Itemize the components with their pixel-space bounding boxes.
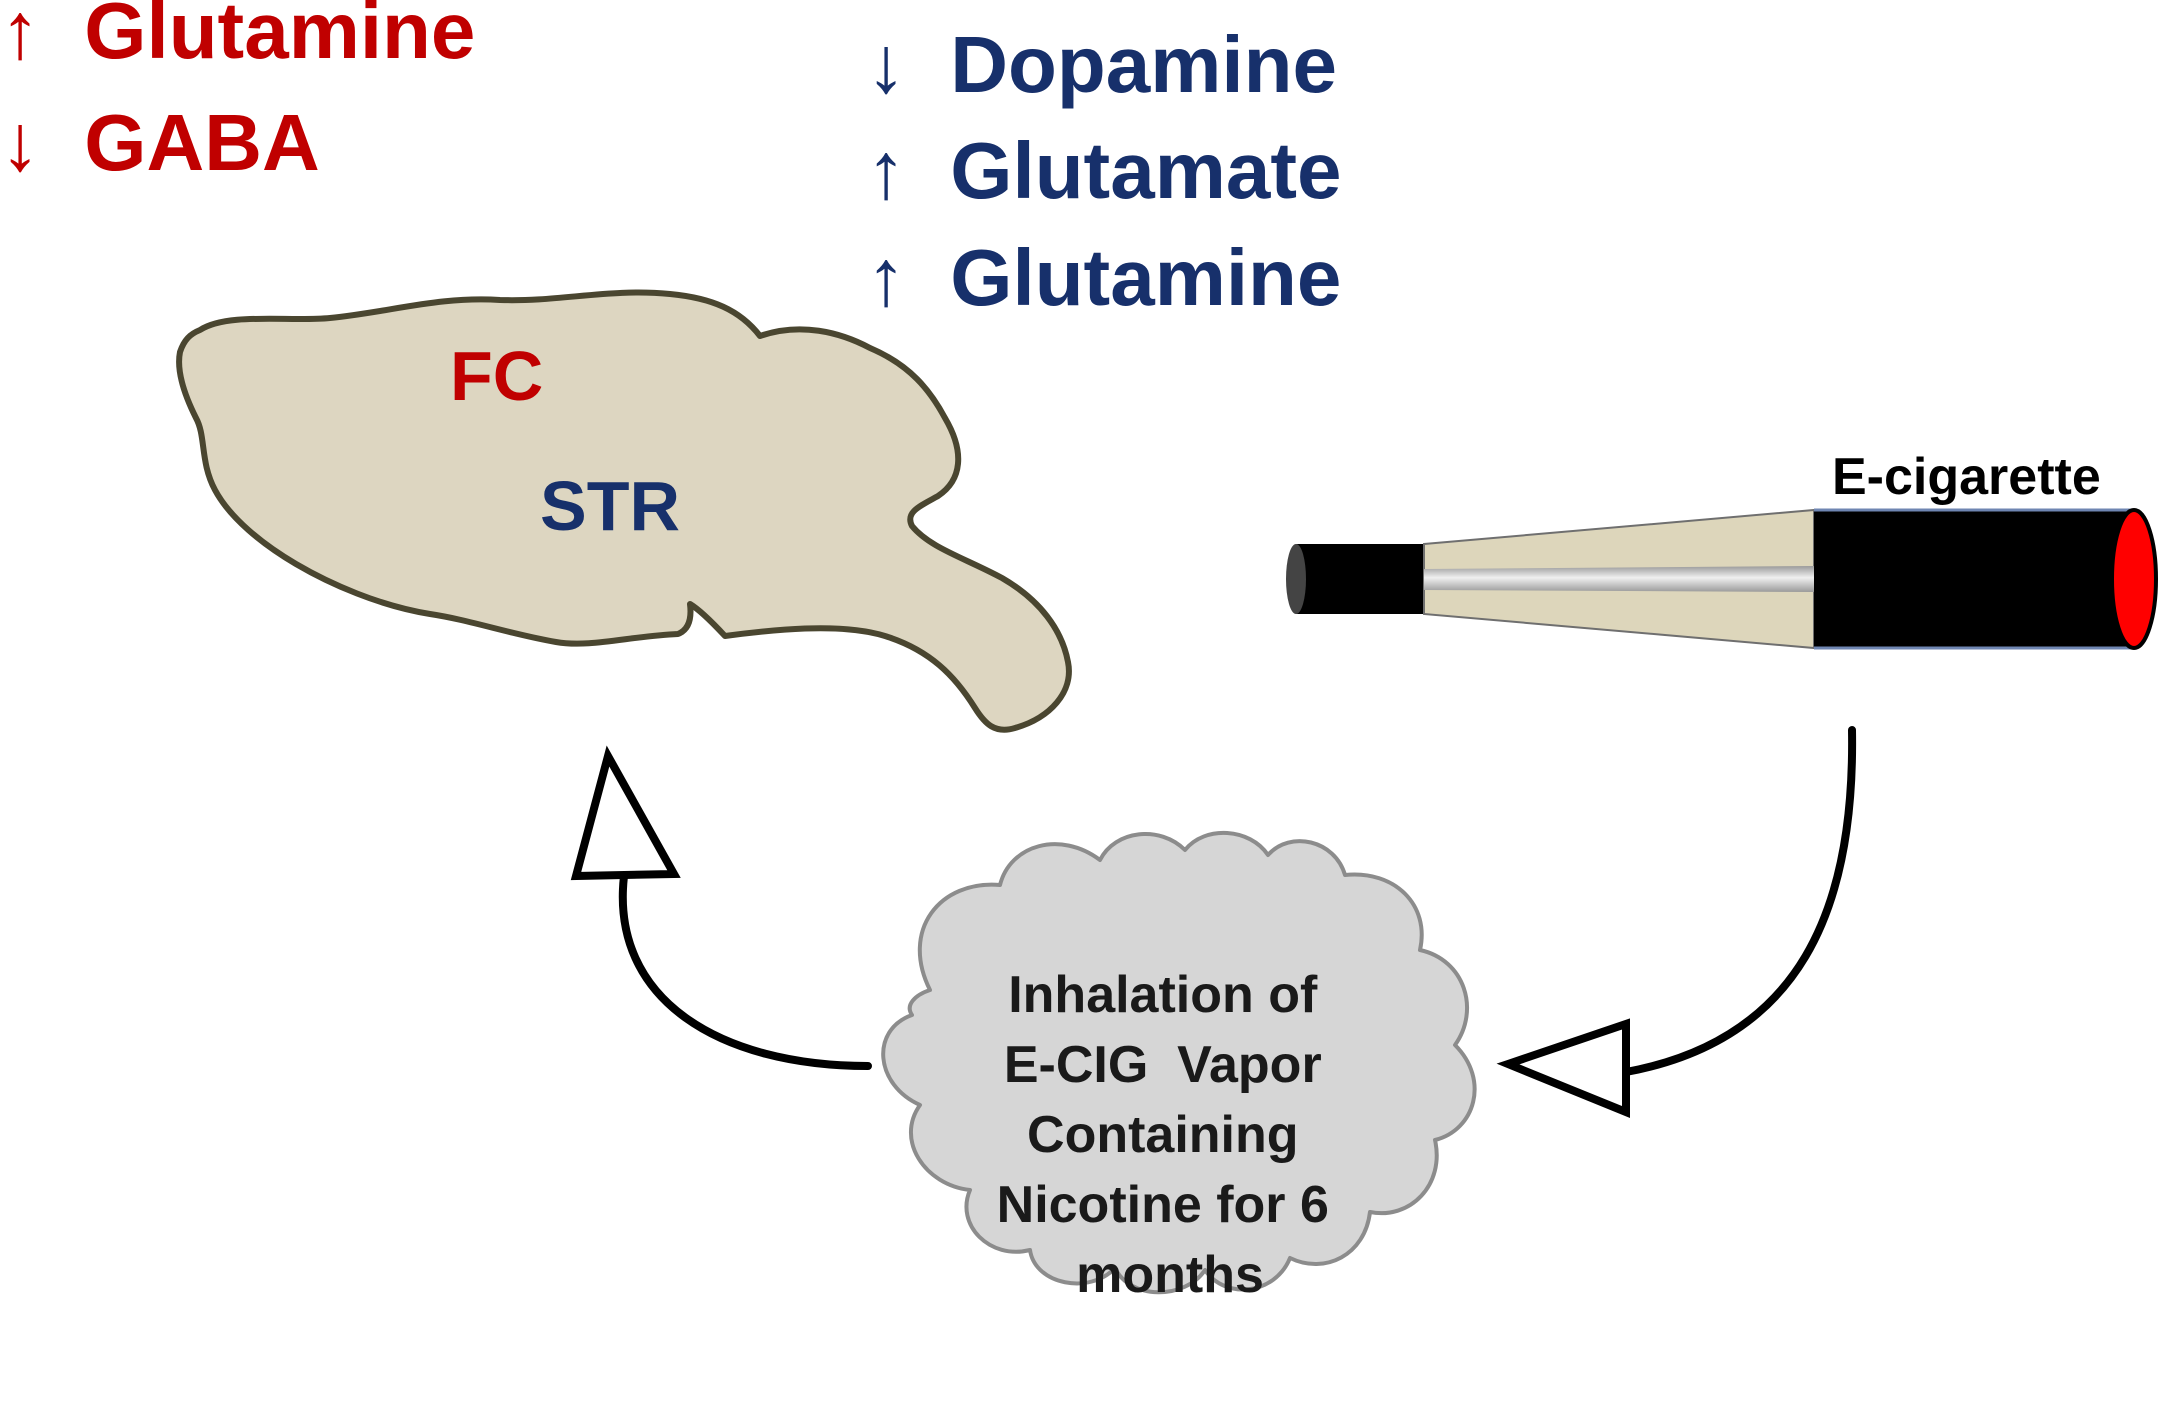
ecig-mouthpiece-end <box>1286 544 1306 614</box>
fc-change-glutamine: ↑ Glutamine <box>0 0 475 75</box>
ecig-illustration: E-cigarette <box>1286 448 2158 650</box>
arrow-ecig-to-cloud <box>1496 726 1857 1118</box>
up-arrow-icon: ↑ <box>866 126 906 215</box>
str-change-glutamate: ↑ Glutamate <box>866 126 1341 215</box>
brain-outline <box>176 289 1072 733</box>
ecig-glowing-tip <box>2110 508 2158 650</box>
fc-changes-list: ↑ Glutamine ↓ GABA <box>0 0 475 187</box>
str-change-glutamine-label: Glutamine <box>950 233 1341 322</box>
ecig-inner-tube <box>1424 566 1814 592</box>
fc-change-gaba: ↓ GABA <box>0 98 320 187</box>
vapor-cloud-shape <box>881 830 1477 1295</box>
vapor-cloud: Inhalation of E-CIG Vapor Containing Nic… <box>881 830 1477 1304</box>
str-change-glutamine: ↑ Glutamine <box>866 233 1341 322</box>
cloud-text-line: Nicotine for 6 <box>997 1176 1329 1234</box>
hollow-arrowhead-icon <box>1496 1018 1630 1118</box>
cloud-text-line: Inhalation of <box>1008 966 1318 1024</box>
vapor-cloud-text: Inhalation of E-CIG Vapor Containing Nic… <box>997 966 1344 1304</box>
down-arrow-icon: ↓ <box>866 20 906 109</box>
ecig-label: E-cigarette <box>1832 448 2101 506</box>
str-change-dopamine-label: Dopamine <box>950 20 1337 109</box>
brain-illustration: FC STR <box>176 289 1072 733</box>
cloud-text-line: Containing <box>1027 1106 1299 1164</box>
fc-change-glutamine-label: Glutamine <box>84 0 475 75</box>
curve-arrow-line <box>618 872 872 1070</box>
fc-change-gaba-label: GABA <box>84 98 320 187</box>
cloud-text-line: E-CIG Vapor <box>1004 1036 1322 1094</box>
str-changes-list: ↓ Dopamine ↑ Glutamate ↑ Glutamine <box>866 20 1341 322</box>
up-arrow-icon: ↑ <box>866 233 906 322</box>
brain-region-str: STR <box>540 467 680 545</box>
str-change-dopamine: ↓ Dopamine <box>866 20 1337 109</box>
str-change-glutamate-label: Glutamate <box>950 126 1341 215</box>
brain-region-fc: FC <box>450 337 543 415</box>
up-arrow-icon: ↑ <box>0 0 40 75</box>
ecig-battery <box>1814 510 2134 648</box>
cloud-text-line: months <box>1076 1246 1264 1304</box>
ecig-mouthpiece <box>1291 544 1424 614</box>
down-arrow-icon: ↓ <box>0 98 40 187</box>
hollow-arrowhead-icon <box>570 745 681 881</box>
curve-arrow-line <box>1622 726 1857 1076</box>
arrow-cloud-to-brain <box>570 745 872 1070</box>
